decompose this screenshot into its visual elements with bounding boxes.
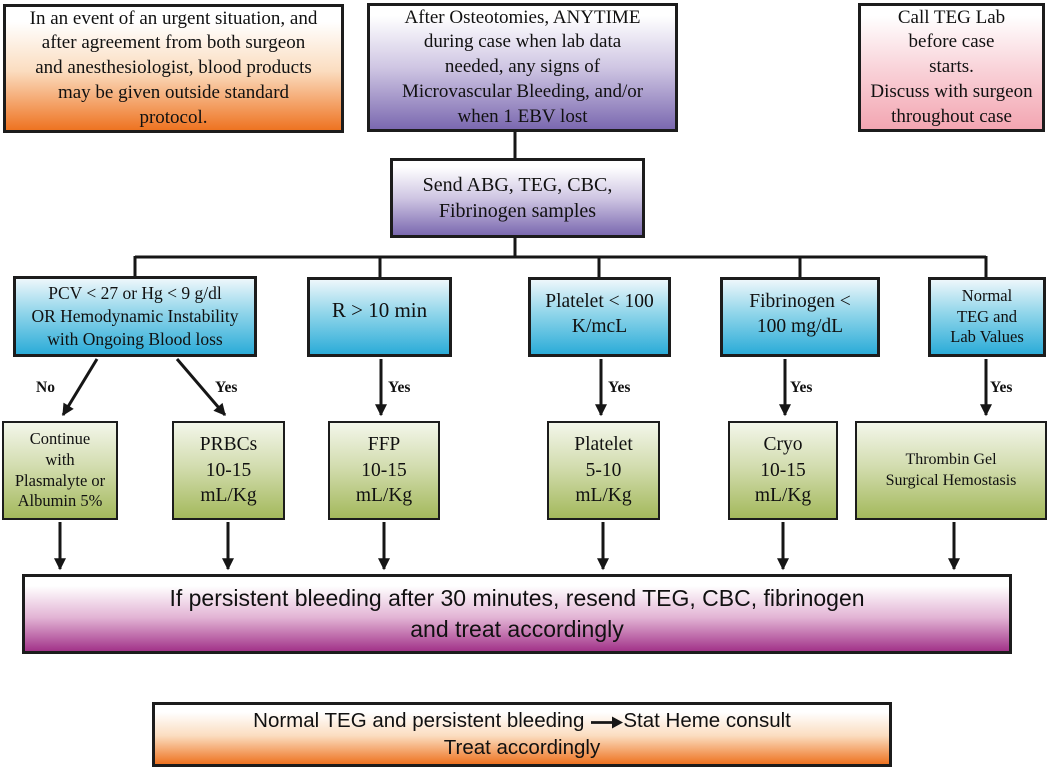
criteria-fibrinogen-box: Fibrinogen < 100 mg/dL [720, 277, 880, 357]
yes-label-platelet: Yes [608, 379, 631, 396]
persistent-bleeding-text: If persistent bleeding after 30 minutes,… [169, 584, 865, 642]
criteria-normal-box: Normal TEG and Lab Values [928, 277, 1046, 357]
case-trigger-text: After Osteotomies, ANYTIME during case w… [401, 6, 644, 127]
criteria-normal-text: Normal TEG and Lab Values [950, 286, 1024, 347]
normal-teg-note-before-arrow: Normal TEG and persistent bleeding [253, 708, 585, 732]
criteria-platelet-text: Platelet < 100 K/mcL [545, 290, 654, 337]
yes-label-ffp: Yes [388, 379, 411, 396]
persistent-bleeding-banner: If persistent bleeding after 30 minutes,… [22, 574, 1012, 654]
criteria-r-time-text: R > 10 min [331, 298, 428, 323]
send-samples-box: Send ABG, TEG, CBC, Fibrinogen samples [390, 158, 645, 238]
action-thrombin-text: Thrombin Gel Surgical Hemostasis [885, 450, 1017, 489]
teg-lab-note-text: Call TEG Lab before case starts. Discuss… [870, 6, 1033, 127]
normal-teg-note-after-arrow: Stat Heme consult [623, 708, 791, 732]
send-samples-text: Send ABG, TEG, CBC, Fibrinogen samples [422, 174, 613, 222]
urgent-exception-box: In an event of an urgent situation, and … [3, 4, 344, 133]
yes-label-cryo: Yes [790, 379, 813, 396]
action-cryo-text: Cryo 10-15 mL/Kg [754, 434, 812, 507]
action-platelet-box: Platelet 5-10 mL/Kg [547, 421, 660, 520]
action-prbcs-text: PRBCs 10-15 mL/Kg [199, 434, 258, 507]
edge-pcv-no [61, 358, 99, 417]
right-arrow-icon [591, 716, 624, 729]
action-continue-text: Continue with Plasmalyte or Albumin 5% [14, 429, 106, 511]
case-trigger-box: After Osteotomies, ANYTIME during case w… [367, 3, 678, 132]
edge-pcv-yes [175, 358, 227, 416]
action-continue-box: Continue with Plasmalyte or Albumin 5% [2, 421, 118, 520]
criteria-pcv-box: PCV < 27 or Hg < 9 g/dl OR Hemodynamic I… [13, 276, 257, 357]
normal-teg-note-line2: Treat accordingly [443, 735, 601, 759]
action-cryo-box: Cryo 10-15 mL/Kg [728, 421, 838, 520]
criteria-platelet-box: Platelet < 100 K/mcL [528, 277, 671, 357]
urgent-exception-text: In an event of an urgent situation, and … [29, 7, 318, 128]
action-ffp-box: FFP 10-15 mL/Kg [328, 421, 440, 520]
yes-label-prbcs: Yes [215, 379, 238, 396]
normal-teg-note-box: Normal TEG and persistent bleeding Stat … [152, 702, 892, 767]
action-prbcs-box: PRBCs 10-15 mL/Kg [172, 421, 285, 520]
no-label: No [36, 379, 55, 396]
yes-label-thrombin: Yes [990, 379, 1013, 396]
criteria-pcv-text: PCV < 27 or Hg < 9 g/dl OR Hemodynamic I… [31, 283, 239, 349]
normal-teg-note-line1: Normal TEG and persistent bleeding Stat … [253, 708, 791, 735]
action-platelet-text: Platelet 5-10 mL/Kg [574, 434, 633, 507]
action-ffp-text: FFP 10-15 mL/Kg [355, 434, 413, 507]
criteria-r-time-box: R > 10 min [307, 277, 452, 357]
action-thrombin-box: Thrombin Gel Surgical Hemostasis [855, 421, 1047, 520]
teg-lab-note-box: Call TEG Lab before case starts. Discuss… [858, 3, 1045, 132]
criteria-fibrinogen-text: Fibrinogen < 100 mg/dL [749, 290, 851, 337]
